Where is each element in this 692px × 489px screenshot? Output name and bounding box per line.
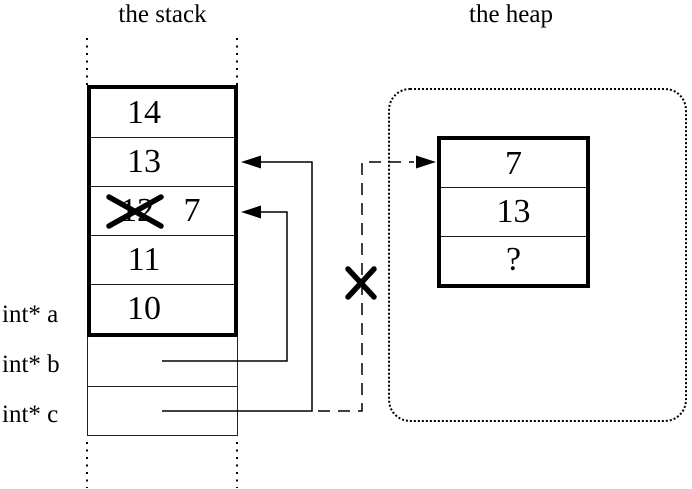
stack-cell-value: 10 xyxy=(127,290,161,327)
heap-title: the heap xyxy=(469,1,553,28)
label-int-b: int* b xyxy=(2,351,60,378)
stack-cell-value: 14 xyxy=(127,94,161,131)
stack-cell-new-value: 7 xyxy=(183,192,201,229)
label-int-c: int* c xyxy=(2,401,59,428)
stack-cell-14: 14 xyxy=(91,89,234,138)
stack-dotted-guide-top-left xyxy=(86,38,88,85)
heap-block-box: 7 13 ? xyxy=(437,136,590,288)
stack-cell-value: 11 xyxy=(127,241,161,278)
heap-cell-7: 7 xyxy=(441,140,586,189)
stack-cell-11: 11 xyxy=(91,236,234,285)
stack-title: the stack xyxy=(118,1,207,28)
arrowhead-c-new-icon xyxy=(241,155,261,169)
stack-dotted-guide-bottom-left xyxy=(86,442,88,488)
heap-cell-unknown: ? xyxy=(505,241,522,279)
stack-frame-box: 14 13 12 7 11 10 xyxy=(87,85,238,337)
x-mark-dangling-icon xyxy=(345,266,377,300)
stack-cell-10: 10 xyxy=(91,285,234,333)
stack-cell-value: 13 xyxy=(127,143,161,180)
stack-cell-13: 13 xyxy=(91,138,234,187)
pointer-variable-cells xyxy=(87,337,238,436)
stack-dotted-guide-top-right xyxy=(236,38,238,85)
pointer-cell-b xyxy=(88,337,237,387)
arrowhead-b-icon xyxy=(241,205,261,219)
heap-cell-13: 13 xyxy=(441,188,586,237)
pointer-cell-c xyxy=(88,387,237,435)
label-int-a: int* a xyxy=(2,301,59,328)
stack-dotted-guide-bottom-right xyxy=(236,442,238,488)
stack-cell-overwritten: 12 7 xyxy=(91,187,234,236)
